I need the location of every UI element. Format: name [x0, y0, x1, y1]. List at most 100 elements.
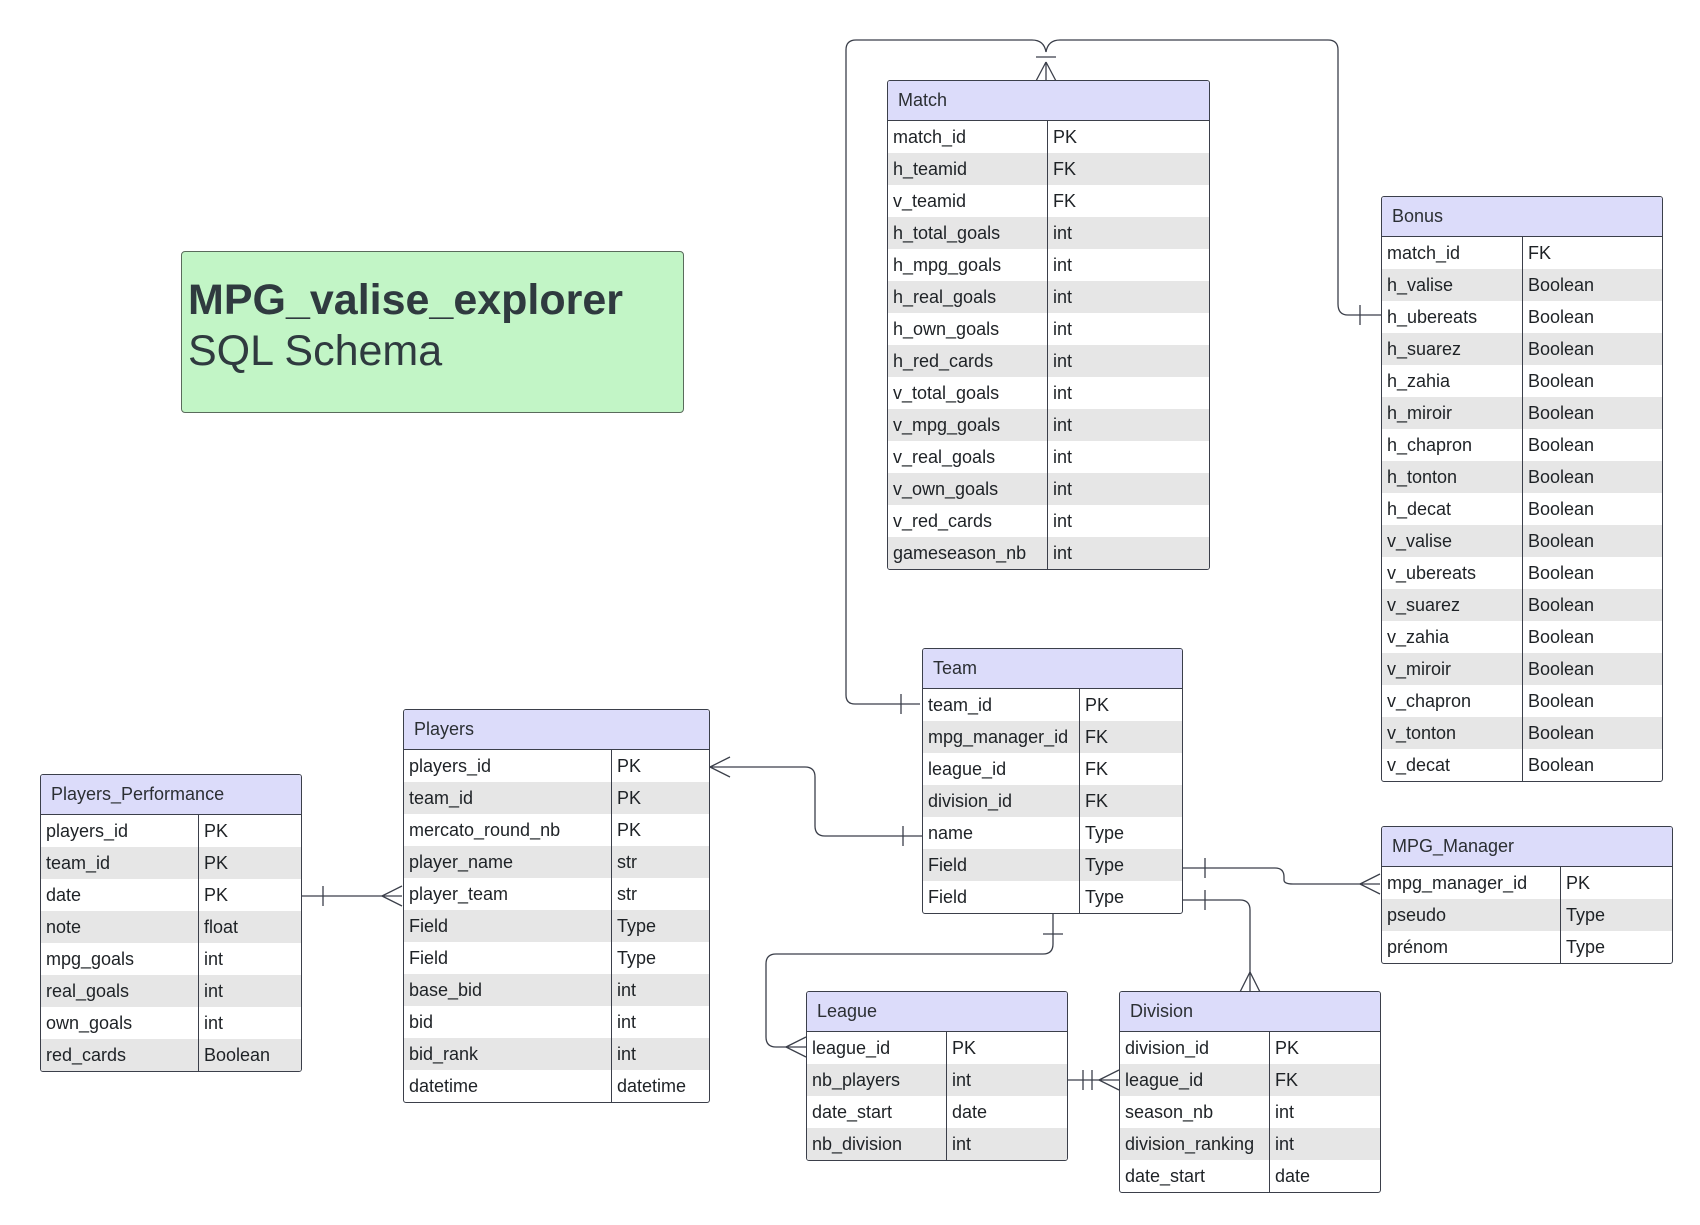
field-name: v_miroir — [1382, 653, 1523, 685]
field-type: Boolean — [1528, 435, 1595, 455]
field-name: Field — [923, 881, 1080, 913]
field-type: int — [204, 1013, 224, 1033]
field-name: nb_players — [807, 1064, 947, 1096]
field-name: bid — [404, 1006, 612, 1038]
field-type: str — [617, 884, 637, 904]
field-type: int — [1053, 447, 1073, 467]
crowfoot-perf-top — [381, 885, 403, 897]
field-type: Boolean — [1528, 627, 1595, 647]
field-name: datetime — [404, 1070, 612, 1102]
crowfoot-players-bottom — [709, 766, 731, 778]
connector-players-team — [710, 766, 923, 837]
field-name: v_red_cards — [888, 505, 1048, 537]
field-name: v_suarez — [1382, 589, 1523, 621]
field-type: int — [1275, 1134, 1295, 1154]
field-type: PK — [617, 756, 642, 776]
entity-header: MPG_Manager — [1382, 827, 1672, 867]
field-name: h_decat — [1382, 493, 1523, 525]
field-name: v_total_goals — [888, 377, 1048, 409]
field-name: red_cards — [41, 1039, 199, 1071]
field-name: pseudo — [1382, 899, 1561, 931]
field-name: v_zahia — [1382, 621, 1523, 653]
schema-title: MPG_valise_explorer — [188, 276, 624, 324]
field-type: Type — [617, 948, 657, 968]
field-type: PK — [952, 1038, 977, 1058]
field-name: date_start — [807, 1096, 947, 1128]
field-type: int — [617, 1044, 637, 1064]
field-name: mpg_manager_id — [923, 721, 1080, 753]
crowfoot-manager-bottom — [1359, 883, 1381, 895]
field-name: h_suarez — [1382, 333, 1523, 365]
field-name: team_id — [404, 782, 612, 814]
field-name: h_chapron — [1382, 429, 1523, 461]
field-name: h_ubereats — [1382, 301, 1523, 333]
field-type: Type — [1566, 905, 1606, 925]
schema-title-box: MPG_valise_explorer SQL Schema — [181, 251, 684, 413]
field-name: h_teamid — [888, 153, 1048, 185]
field-name: h_valise — [1382, 269, 1523, 301]
field-name: v_own_goals — [888, 473, 1048, 505]
crowfoot-division-right — [1249, 971, 1261, 993]
field-name: date_start — [1120, 1160, 1270, 1192]
field-name: h_own_goals — [888, 313, 1048, 345]
field-name: match_id — [1382, 237, 1523, 269]
field-type: datetime — [617, 1076, 687, 1096]
field-type: int — [1053, 351, 1073, 371]
crowfoot-division-bottom — [1098, 1079, 1120, 1091]
field-type: PK — [1566, 873, 1591, 893]
crowfoot-league-bottom — [785, 1046, 807, 1058]
crowfoot-league-top — [785, 1036, 807, 1048]
field-type: str — [617, 852, 637, 872]
schema-subtitle: SQL Schema — [188, 327, 443, 375]
field-name: nb_division — [807, 1128, 947, 1160]
field-name: h_mpg_goals — [888, 249, 1048, 281]
field-type: Boolean — [1528, 563, 1595, 583]
field-type: int — [204, 949, 224, 969]
field-name: v_ubereats — [1382, 557, 1523, 589]
crowfoot-match-top-left — [1035, 61, 1047, 82]
crowfoot-players-top — [709, 756, 731, 768]
connector-team-division — [1183, 899, 1251, 992]
field-name: team_id — [41, 847, 199, 879]
field-type: int — [952, 1134, 972, 1154]
field-name: v_teamid — [888, 185, 1048, 217]
crowfoot-match-top-right — [1045, 61, 1057, 82]
field-name: prénom — [1382, 931, 1561, 963]
field-name: v_tonton — [1382, 717, 1523, 749]
field-type: FK — [1053, 159, 1077, 179]
field-name: h_red_cards — [888, 345, 1048, 377]
field-type: Type — [1566, 937, 1606, 957]
field-name: Field — [404, 942, 612, 974]
